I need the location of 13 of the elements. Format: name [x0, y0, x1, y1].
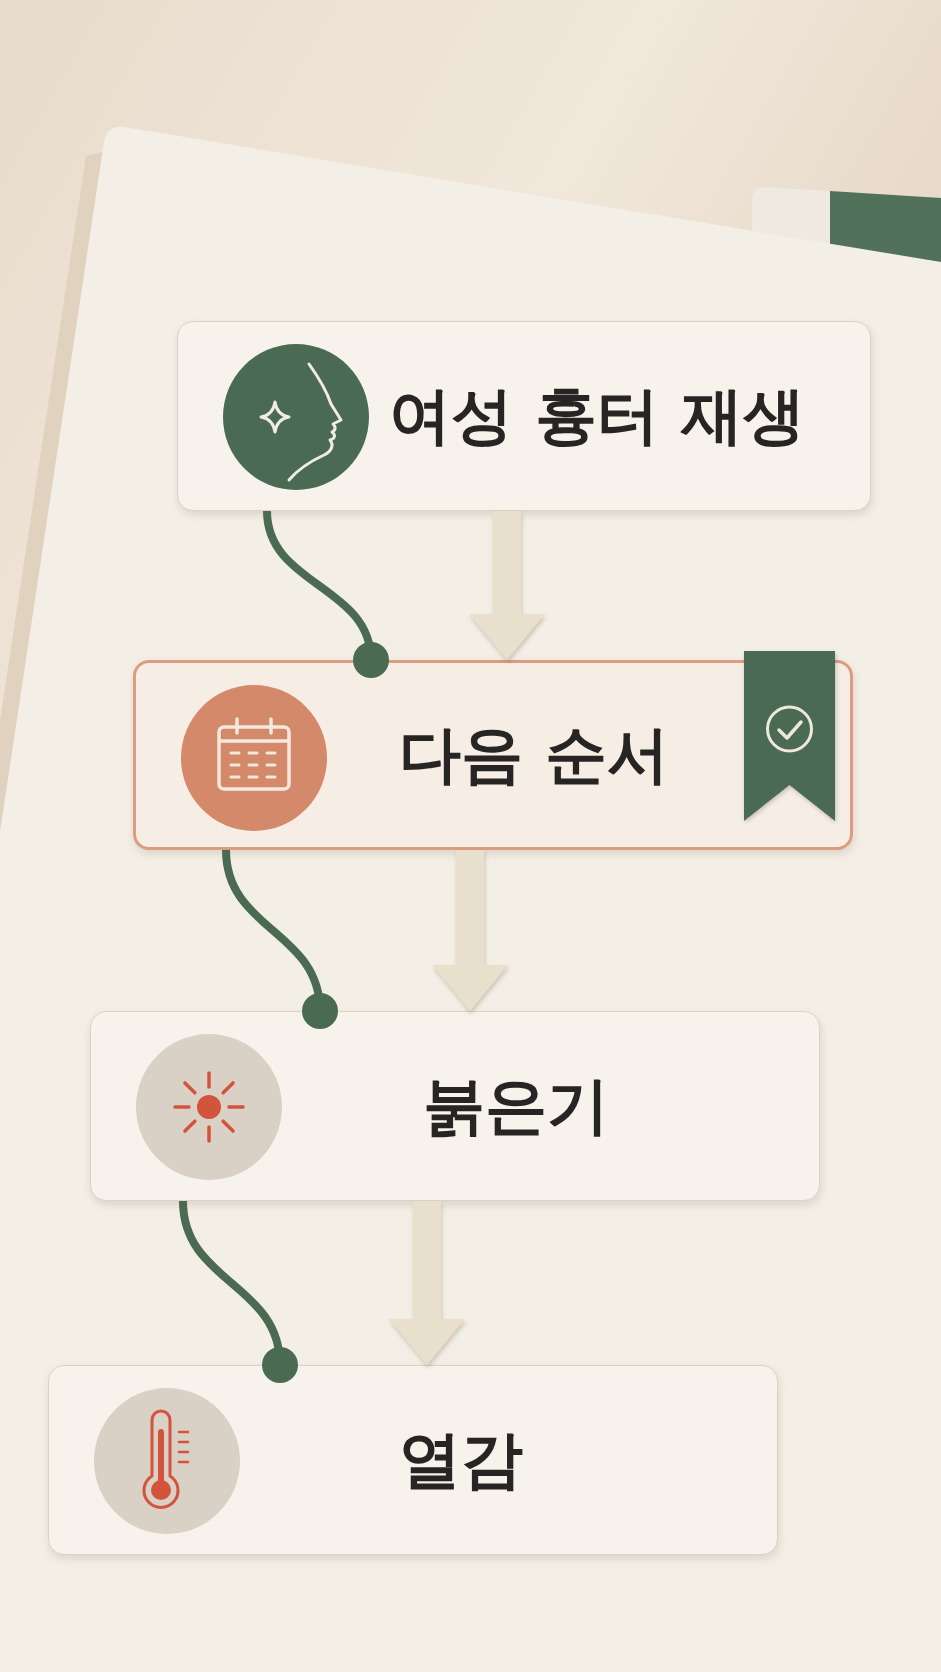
connector-line — [179, 1200, 298, 1383]
step-label: 열감 — [399, 1424, 523, 1496]
step-label: 붉은기 — [423, 1070, 609, 1142]
block-arrow — [432, 850, 508, 1011]
block-arrow — [389, 1201, 465, 1365]
process-box — [90, 1011, 820, 1201]
step-label: 여성 흉터 재생 — [389, 380, 805, 452]
connector-line — [222, 849, 338, 1029]
connector-line — [263, 510, 389, 678]
block-arrow — [469, 511, 545, 660]
step-label: 다음 순서 — [399, 719, 669, 791]
process-box — [48, 1365, 778, 1555]
process-box — [177, 321, 871, 511]
